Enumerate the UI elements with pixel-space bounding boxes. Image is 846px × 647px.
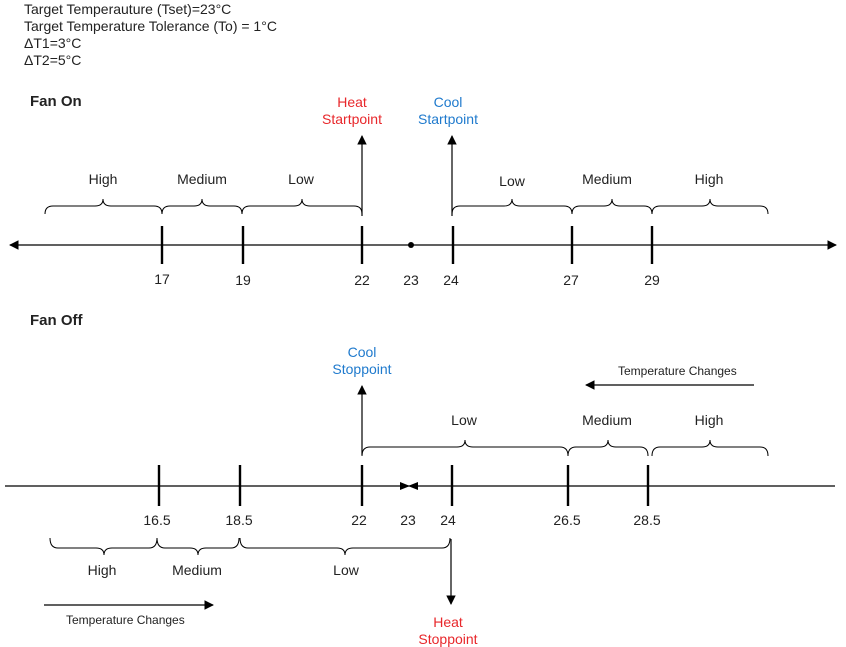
fan-off-tick-label-28-5: 28.5 bbox=[633, 512, 660, 528]
fan-on-brace-left-high bbox=[44, 198, 163, 215]
fan-on-tick-label-17: 17 bbox=[154, 271, 170, 287]
fan-on-range-right-low: Low bbox=[499, 173, 526, 189]
fan-on-range-right-high: High bbox=[695, 171, 724, 187]
fan-on-brace-left-low bbox=[241, 198, 363, 215]
fan-off-brace-upper-low bbox=[361, 439, 569, 457]
heat-stoppoint-label-2: Stoppoint bbox=[418, 631, 477, 647]
cool-stoppoint-label-2: Stoppoint bbox=[332, 361, 391, 377]
fan-off-brace-upper-medium bbox=[567, 439, 649, 457]
param-tset: Target Temperauture (Tset)=23°C bbox=[24, 1, 231, 17]
fan-on-tick-label-24: 24 bbox=[443, 272, 459, 288]
fan-off-tick-label-24: 24 bbox=[440, 512, 456, 528]
fan-off-range-upper-medium: Medium bbox=[582, 412, 632, 428]
fan-off-tick-label-23: 23 bbox=[400, 512, 416, 528]
fan-on-brace-right-high bbox=[651, 198, 769, 215]
fan-off-tick-label-22: 22 bbox=[351, 512, 367, 528]
param-dt1: ΔT1=3°C bbox=[24, 35, 81, 51]
fan-on-range-right-medium: Medium bbox=[582, 171, 632, 187]
fan-off-range-lower-high: High bbox=[88, 562, 117, 578]
heat-startpoint-label-1: Heat bbox=[337, 94, 367, 110]
fan-off-range-lower-medium: Medium bbox=[172, 562, 222, 578]
fan-off-setpoint-marker-left bbox=[400, 482, 410, 490]
fan-off-setpoint-marker-right bbox=[408, 482, 418, 490]
cool-stoppoint-label-1: Cool bbox=[348, 344, 377, 360]
fan-on-range-left-medium: Medium bbox=[177, 171, 227, 187]
fan-on-brace-right-low bbox=[451, 198, 573, 215]
fan-on-range-left-low: Low bbox=[288, 171, 315, 187]
fan-on-tick-label-22: 22 bbox=[354, 272, 370, 288]
param-dt2: ΔT2=5°C bbox=[24, 52, 81, 68]
fan-on-setpoint-dot bbox=[408, 242, 414, 248]
fan-on-title: Fan On bbox=[30, 93, 82, 110]
cool-startpoint-label-1: Cool bbox=[434, 94, 463, 110]
fan-off-range-upper-low: Low bbox=[451, 412, 478, 428]
fan-on-brace-right-medium bbox=[571, 198, 653, 215]
fan-on-range-left-high: High bbox=[89, 171, 118, 187]
fan-on-tick-label-27: 27 bbox=[563, 272, 579, 288]
heat-startpoint-label-2: Startpoint bbox=[322, 111, 382, 127]
fan-on-tick-label-29: 29 bbox=[644, 272, 660, 288]
fan-off-range-upper-high: High bbox=[695, 412, 724, 428]
fan-off-range-lower-low: Low bbox=[333, 562, 360, 578]
temp-change-bottom-label: Temperature Changes bbox=[66, 613, 185, 627]
temp-change-top-label: Temperature Changes bbox=[618, 364, 737, 378]
fan-off-tick-label-18-5: 18.5 bbox=[225, 512, 252, 528]
param-tolerance: Target Temperature Tolerance (To) = 1°C bbox=[24, 18, 277, 34]
fan-off-tick-label-16-5: 16.5 bbox=[143, 512, 170, 528]
heat-stoppoint-label-1: Heat bbox=[433, 614, 463, 630]
fan-on-tick-label-23: 23 bbox=[403, 272, 419, 288]
fan-off-brace-lower-high bbox=[49, 537, 158, 556]
cool-startpoint-label-2: Startpoint bbox=[418, 111, 478, 127]
fan-on-brace-left-medium bbox=[161, 198, 243, 215]
fan-off-brace-upper-high bbox=[651, 439, 769, 457]
fan-off-brace-lower-low bbox=[239, 537, 451, 556]
fan-on-tick-label-19: 19 bbox=[235, 272, 251, 288]
fan-off-title: Fan Off bbox=[30, 312, 83, 329]
fan-off-brace-lower-medium bbox=[156, 537, 240, 556]
fan-off-tick-label-26-5: 26.5 bbox=[553, 512, 580, 528]
